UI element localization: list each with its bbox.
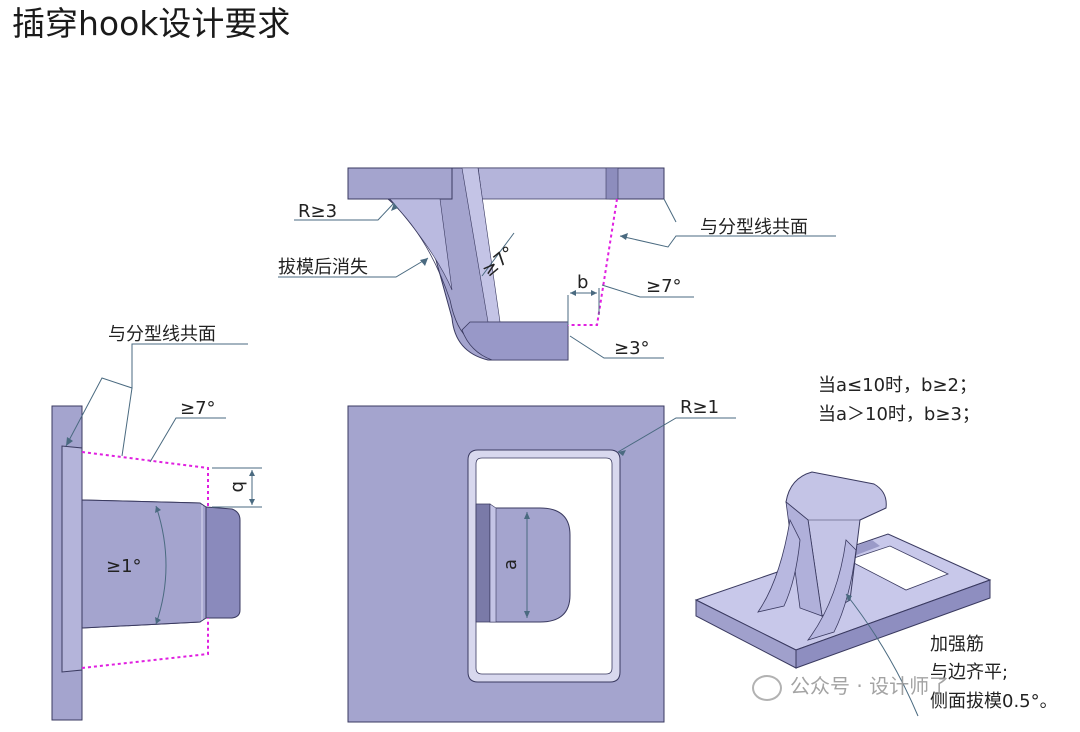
page-title: 插穿hook设计要求 <box>12 4 291 43</box>
label-parting-top: 与分型线共面 <box>700 217 808 238</box>
rib-note-3: 侧面拔模0.5°。 <box>930 691 1058 712</box>
slot-face <box>477 167 611 200</box>
left-side-view <box>51 343 262 721</box>
label-angle3: ≥3° <box>614 338 650 359</box>
label-r-ge-3: R≥3 <box>298 201 337 222</box>
parting-line-top <box>568 198 618 326</box>
watermark: 公众号 · 设计师了 <box>752 670 949 701</box>
label-r-ge-1: R≥1 <box>680 397 719 418</box>
rule-line-1: 当a≤10时，b≥2； <box>818 375 977 396</box>
label-angle7-left: ≥7° <box>180 398 216 419</box>
label-parting-left: 与分型线共面 <box>108 324 216 345</box>
wechat-icon <box>752 674 782 701</box>
label-angle7-top: ≥7° <box>646 276 682 297</box>
isometric-view <box>694 471 992 717</box>
rib-note-1: 加强筋 <box>930 634 984 655</box>
top-section-view <box>278 167 836 361</box>
label-b-left: b <box>228 481 249 492</box>
parting-line-left-bottom <box>81 618 209 669</box>
label-angle1: ≥1° <box>106 556 142 577</box>
slot-right-wall <box>605 167 619 200</box>
rule-line-2: 当a＞10时，b≥3； <box>818 404 980 425</box>
rib-note-2: 与边齐平; <box>930 662 1008 683</box>
label-a: a <box>500 559 521 570</box>
label-draft-vanish: 拔模后消失 <box>278 257 368 278</box>
front-hook <box>475 503 491 623</box>
label-b-top: b <box>577 272 588 293</box>
watermark-text: 公众号 · 设计师了 <box>790 674 950 698</box>
parting-line-left-top <box>81 451 209 507</box>
center-front-view <box>347 405 736 723</box>
